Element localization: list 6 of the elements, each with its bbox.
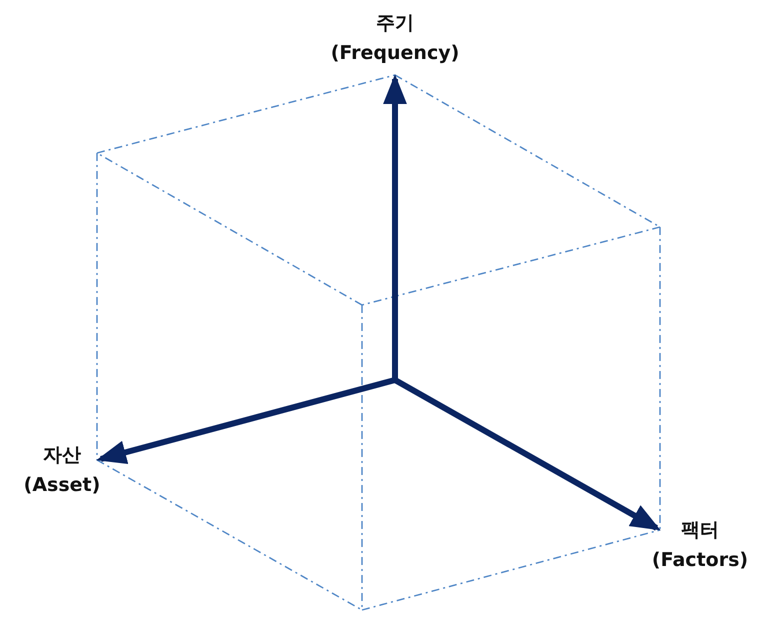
axis-label: 주기: [376, 14, 414, 33]
axis-label: 자산: [43, 446, 81, 465]
axis-label: (Frequency): [330, 44, 460, 63]
axis-label: (Factors): [652, 551, 748, 570]
axis-label: (Asset): [24, 476, 100, 495]
axis-label: 팩터: [681, 521, 719, 540]
